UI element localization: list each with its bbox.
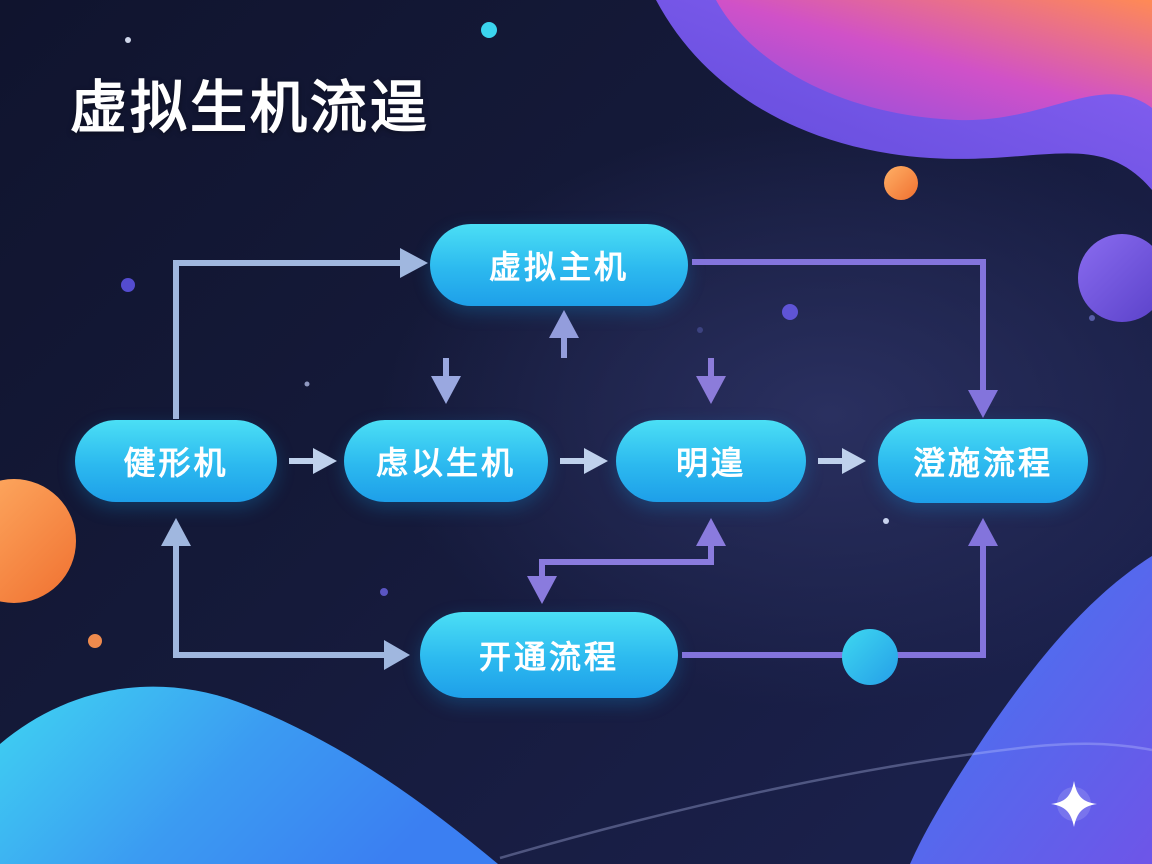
flow-node-label: 虚拟主机: [488, 249, 629, 285]
purple-ball-right: [1078, 234, 1152, 322]
arrow-provision-health: [161, 518, 410, 670]
arrow-provision-to-implement: [682, 518, 998, 658]
purple-dot-left: [121, 278, 135, 292]
corner-blob-pink: [716, 0, 1152, 121]
orange-blob-left: [0, 479, 76, 603]
flow-node-virtual-host: 虚拟主机: [430, 224, 688, 306]
orange-dot-small: [88, 634, 102, 648]
purple-dot-mid: [782, 304, 798, 320]
flow-node-label: 明遑: [675, 445, 746, 481]
flow-node-label: 澄施流程: [912, 445, 1053, 481]
tiny-star-dot: [883, 518, 889, 524]
arrow-host-to-implement: [692, 259, 998, 418]
arrow-decide-to-implement: [818, 448, 866, 474]
flow-node-label: 开通流程: [478, 639, 619, 675]
flow-node-health-machine: 健形机: [75, 420, 277, 502]
flow-node-provision-process: 开通流程: [420, 612, 678, 698]
flow-node-label: 虑以生机: [375, 445, 516, 481]
tiny-star-dot: [304, 381, 310, 387]
sparkle-star-icon: [1051, 781, 1097, 827]
tiny-star-dot: [125, 37, 131, 43]
tiny-star-dot: [1089, 315, 1095, 321]
bottom-right-wave: [910, 556, 1152, 864]
arrow-decide-provision: [527, 518, 726, 604]
arrow-host-branch: [431, 310, 726, 404]
flow-node-virtual-machine: 虑以生机: [344, 420, 548, 502]
flow-node-decide: 明遑: [616, 420, 806, 502]
arrow-health-to-vmachine: [289, 448, 337, 474]
page-title: 虚拟生机流逞: [70, 76, 430, 140]
orange-circle: [884, 166, 918, 200]
cyan-dot-top: [481, 22, 497, 38]
tiny-star-dot: [697, 327, 703, 333]
flow-node-label: 健形机: [123, 445, 229, 481]
decorative-arc-line: [499, 742, 1152, 860]
tiny-star-dot: [380, 588, 388, 596]
cyan-ball: [842, 629, 898, 685]
bottom-left-wave: [0, 686, 498, 864]
arrow-vmachine-to-decide: [560, 448, 608, 474]
arrow-health-to-host: [173, 248, 428, 419]
flow-node-implement-process: 澄施流程: [878, 419, 1088, 503]
